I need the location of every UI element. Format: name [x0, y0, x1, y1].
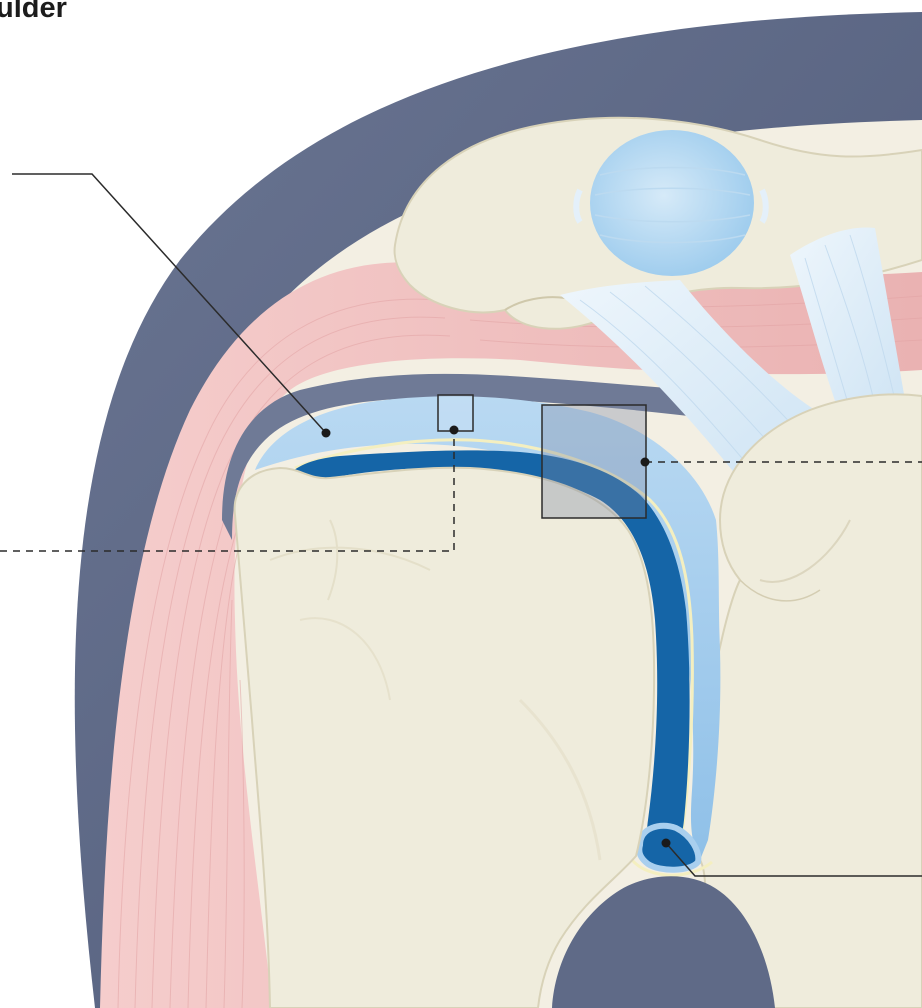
- detail-box-small: [438, 395, 473, 431]
- detail-box-large: [542, 405, 646, 518]
